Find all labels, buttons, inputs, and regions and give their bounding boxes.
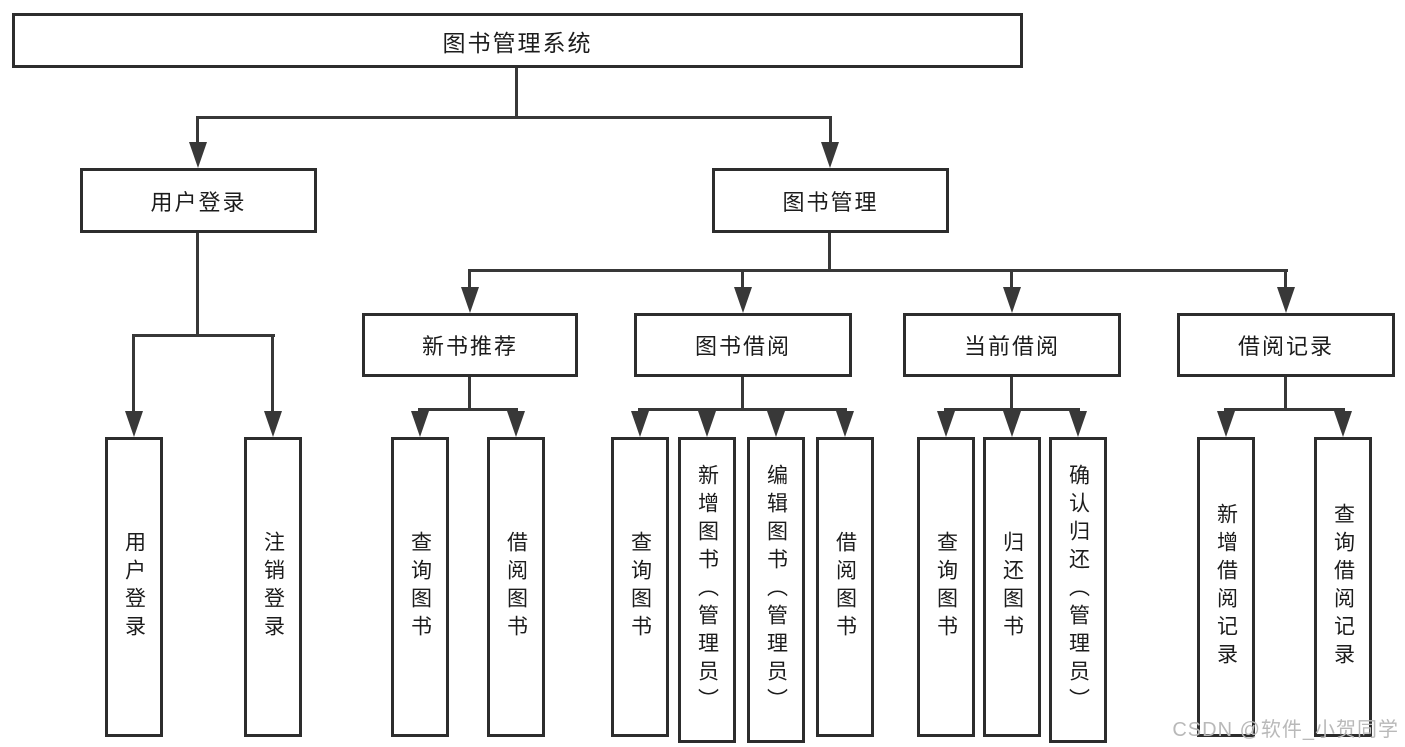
leaf-query-books-recommend: 查询图书	[391, 437, 449, 737]
leaf-query-borrow-record: 查询借阅记录	[1314, 437, 1372, 737]
node-borrowing-records: 借阅记录	[1177, 313, 1395, 377]
connector-line	[468, 377, 471, 410]
arrow-down-icon	[821, 142, 839, 168]
leaf-query-books-current-label: 查询图书	[934, 531, 958, 643]
leaf-query-books-current: 查询图书	[917, 437, 975, 737]
leaf-query-borrow-record-label: 查询借阅记录	[1331, 503, 1355, 671]
connector-line	[271, 334, 274, 412]
connector-line	[468, 269, 1288, 272]
arrow-down-icon	[1334, 411, 1352, 437]
leaf-add-books-admin: 新增图书（管理员）	[678, 437, 736, 743]
leaf-add-borrow-record: 新增借阅记录	[1197, 437, 1255, 737]
arrow-down-icon	[1069, 411, 1087, 437]
node-library-system-label: 图书管理系统	[442, 29, 593, 56]
node-book-management-label: 图书管理	[782, 189, 879, 215]
connector-line	[1010, 377, 1013, 410]
arrow-down-icon	[937, 411, 955, 437]
connector-line	[1284, 269, 1287, 289]
leaf-add-borrow-record-label: 新增借阅记录	[1214, 503, 1238, 671]
leaf-user-login: 用户登录	[105, 437, 163, 737]
node-new-book-recommend-label: 新书推荐	[421, 334, 518, 359]
leaf-query-books-borrowing-label: 查询图书	[628, 531, 652, 643]
arrow-down-icon	[411, 411, 429, 437]
connector-line	[638, 408, 847, 411]
leaf-return-books-label: 归还图书	[1000, 531, 1024, 643]
node-book-management: 图书管理	[712, 168, 949, 233]
leaf-confirm-return-admin: 确认归还（管理员）	[1049, 437, 1107, 743]
connector-line	[418, 408, 518, 411]
arrow-down-icon	[734, 287, 752, 313]
arrow-down-icon	[631, 411, 649, 437]
leaf-logout-login-label: 注销登录	[261, 531, 285, 643]
leaf-confirm-return-admin-label: 确认归还（管理员）	[1066, 464, 1090, 716]
connector-line	[944, 408, 1080, 411]
node-book-borrowing: 图书借阅	[634, 313, 852, 377]
node-current-borrowing-label: 当前借阅	[963, 334, 1060, 359]
arrow-down-icon	[836, 411, 854, 437]
connector-line	[1224, 408, 1345, 411]
leaf-borrow-books-borrowing-label: 借阅图书	[833, 531, 857, 643]
arrow-down-icon	[264, 411, 282, 437]
node-book-borrowing-label: 图书借阅	[694, 334, 791, 359]
node-user-login: 用户登录	[80, 168, 317, 233]
leaf-add-books-admin-label: 新增图书（管理员）	[695, 464, 719, 716]
connector-line	[468, 269, 471, 289]
leaf-return-books: 归还图书	[983, 437, 1041, 737]
leaf-query-books-borrowing: 查询图书	[611, 437, 669, 737]
connector-line	[741, 377, 744, 410]
connector-line	[741, 269, 744, 289]
leaf-edit-books-admin-label: 编辑图书（管理员）	[764, 464, 788, 716]
leaf-edit-books-admin: 编辑图书（管理员）	[747, 437, 805, 743]
connector-line	[515, 68, 518, 118]
connector-line	[132, 334, 135, 412]
leaf-borrow-books-recommend-label: 借阅图书	[504, 531, 528, 643]
connector-line	[828, 233, 831, 272]
leaf-borrow-books-recommend: 借阅图书	[487, 437, 545, 737]
arrow-down-icon	[698, 411, 716, 437]
connector-line	[132, 334, 275, 337]
connector-line	[1284, 377, 1287, 410]
leaf-user-login-label: 用户登录	[122, 531, 146, 643]
arrow-down-icon	[767, 411, 785, 437]
node-user-login-label: 用户登录	[150, 189, 247, 215]
arrow-down-icon	[507, 411, 525, 437]
arrow-down-icon	[1217, 411, 1235, 437]
node-current-borrowing: 当前借阅	[903, 313, 1121, 377]
node-library-system: 图书管理系统	[12, 13, 1023, 68]
arrow-down-icon	[125, 411, 143, 437]
leaf-query-books-recommend-label: 查询图书	[408, 531, 432, 643]
arrow-down-icon	[461, 287, 479, 313]
arrow-down-icon	[1003, 287, 1021, 313]
node-new-book-recommend: 新书推荐	[362, 313, 578, 377]
arrow-down-icon	[189, 142, 207, 168]
csdn-watermark: CSDN @软件_小贺同学	[1172, 719, 1399, 741]
connector-line	[196, 233, 199, 336]
arrow-down-icon	[1277, 287, 1295, 313]
node-borrowing-records-label: 借阅记录	[1237, 334, 1334, 359]
connector-line	[829, 116, 832, 144]
leaf-borrow-books-borrowing: 借阅图书	[816, 437, 874, 737]
connector-line	[196, 116, 832, 119]
leaf-logout-login: 注销登录	[244, 437, 302, 737]
connector-line	[196, 116, 199, 144]
arrow-down-icon	[1003, 411, 1021, 437]
connector-line	[1010, 269, 1013, 289]
